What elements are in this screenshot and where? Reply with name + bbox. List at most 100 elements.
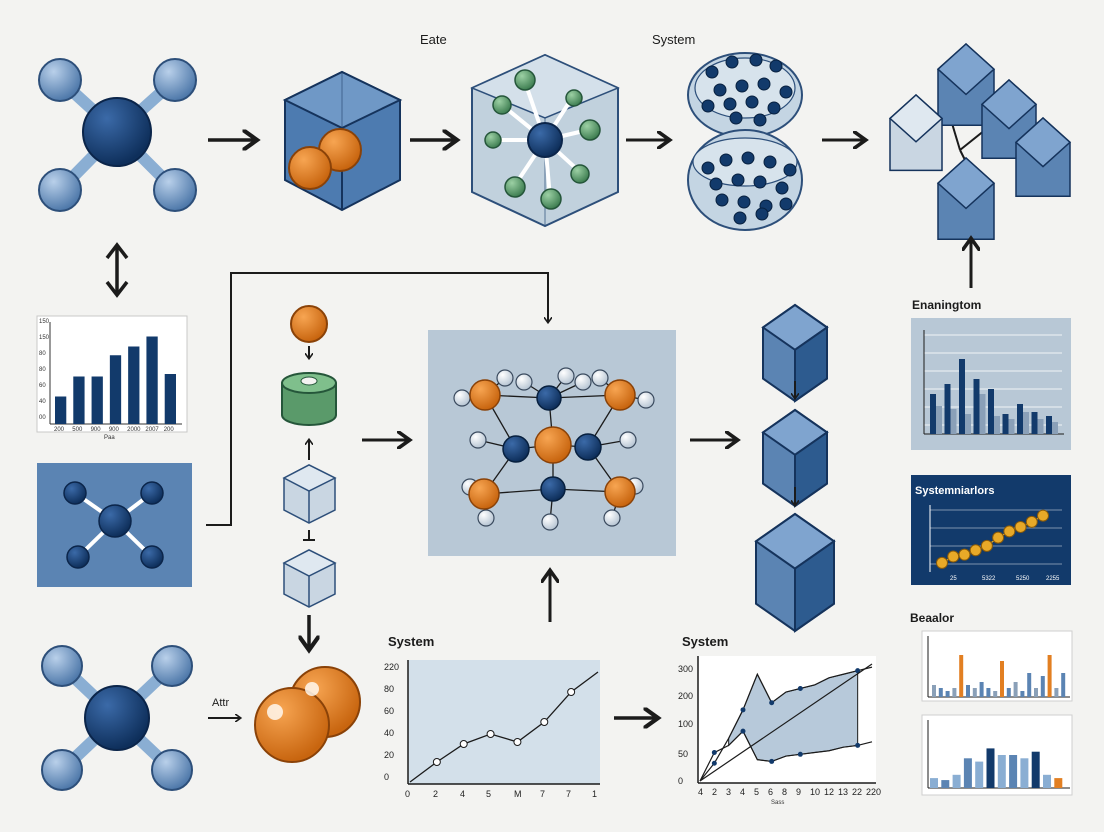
bar	[73, 376, 85, 424]
hydrogen-atom	[603, 509, 621, 527]
x-tick-label: 2	[433, 789, 438, 799]
bar	[965, 414, 971, 434]
label-beaalor: Beaalor	[910, 611, 954, 625]
hydrogen-atom	[557, 367, 575, 385]
x-tick-label: 4	[698, 787, 703, 797]
bar	[979, 394, 986, 434]
cube-top	[1014, 116, 1072, 168]
data-point	[769, 700, 775, 706]
chart-right-bottom-2	[921, 714, 1073, 796]
x-tick-label: 6	[768, 787, 773, 797]
particle	[733, 211, 747, 225]
particle	[769, 59, 783, 73]
panel-molecule-left	[37, 463, 192, 587]
bar	[1009, 755, 1018, 788]
bar	[972, 688, 977, 697]
data-point	[1025, 515, 1038, 528]
hydrogen-atom	[496, 369, 514, 387]
particle	[701, 99, 715, 113]
y-tick-label: 20	[384, 750, 394, 760]
particle	[757, 77, 771, 91]
bar	[1027, 673, 1032, 697]
y-tick-label: 300	[678, 664, 693, 674]
bar	[986, 748, 995, 788]
data-point	[855, 742, 861, 748]
series-line	[409, 671, 599, 783]
particle	[731, 173, 745, 187]
bar	[1013, 682, 1018, 697]
y-tick-label: 100	[678, 719, 693, 729]
y-tick-label: 220	[384, 662, 399, 672]
chart-right-top	[911, 318, 1071, 450]
label-system-bottom-mid: System	[388, 634, 434, 649]
particle	[741, 151, 755, 165]
x-tick-label: 5	[754, 787, 759, 797]
cube-network	[888, 42, 1072, 240]
orange-spheres-bottom	[254, 666, 361, 763]
data-point	[1037, 509, 1049, 522]
x-tick-label: 200	[164, 427, 175, 433]
particle	[723, 97, 737, 111]
dish-stack	[687, 52, 803, 231]
hydrogen-atom	[453, 389, 471, 407]
particle	[709, 177, 723, 191]
bar	[986, 688, 991, 697]
data-point	[567, 688, 576, 696]
x-tick-label: 7	[540, 789, 545, 799]
x-tick-label: 22	[852, 787, 862, 797]
data-point	[1014, 520, 1027, 533]
x-tick-label: 2000	[127, 427, 141, 433]
data-point	[540, 718, 549, 726]
data-point	[513, 738, 522, 746]
x-tick-label: 25	[950, 576, 957, 582]
bar	[109, 355, 122, 424]
x-tick-label: 2	[712, 787, 717, 797]
particle	[775, 181, 789, 195]
bar	[952, 774, 961, 788]
hydrogen-atom	[591, 369, 609, 387]
bar	[1034, 688, 1038, 697]
data-point	[740, 707, 746, 713]
particle	[753, 113, 767, 127]
y-tick-label: 60	[39, 383, 46, 389]
particle	[701, 161, 715, 175]
bar	[1000, 661, 1004, 697]
cube-top	[936, 156, 996, 210]
bar	[994, 416, 1000, 434]
data-point	[947, 550, 960, 563]
bar	[1020, 758, 1029, 788]
bar	[1008, 419, 1015, 434]
bar	[997, 755, 1006, 788]
x-tick-label: 2255	[1046, 576, 1060, 582]
bottom-right-xlabel: Sass	[771, 800, 784, 806]
particle	[779, 197, 793, 211]
particle	[753, 175, 767, 189]
hydrogen-atom	[637, 391, 655, 409]
hydrogen-atom	[619, 431, 637, 449]
x-tick-label: 2007	[145, 427, 159, 433]
left-chart-xlabel: Paa	[104, 435, 115, 441]
bar	[1040, 676, 1045, 697]
particle	[763, 155, 777, 169]
data-point	[936, 556, 948, 569]
bar	[941, 780, 950, 788]
bar	[952, 688, 957, 697]
x-tick-label: 4	[460, 789, 465, 799]
x-tick-label: 8	[782, 787, 787, 797]
bar	[988, 389, 994, 434]
particle	[737, 195, 751, 209]
y-tick-label: 50	[678, 749, 688, 759]
particle	[713, 83, 727, 97]
particle	[767, 101, 781, 115]
bar	[55, 396, 67, 424]
particle	[705, 65, 719, 79]
y-tick-label: 00	[39, 415, 46, 421]
label-enaningtom: Enaningtom	[912, 298, 981, 312]
x-tick-label: 220	[866, 787, 881, 797]
bar	[930, 778, 938, 788]
y-tick-label: 150	[39, 319, 50, 325]
